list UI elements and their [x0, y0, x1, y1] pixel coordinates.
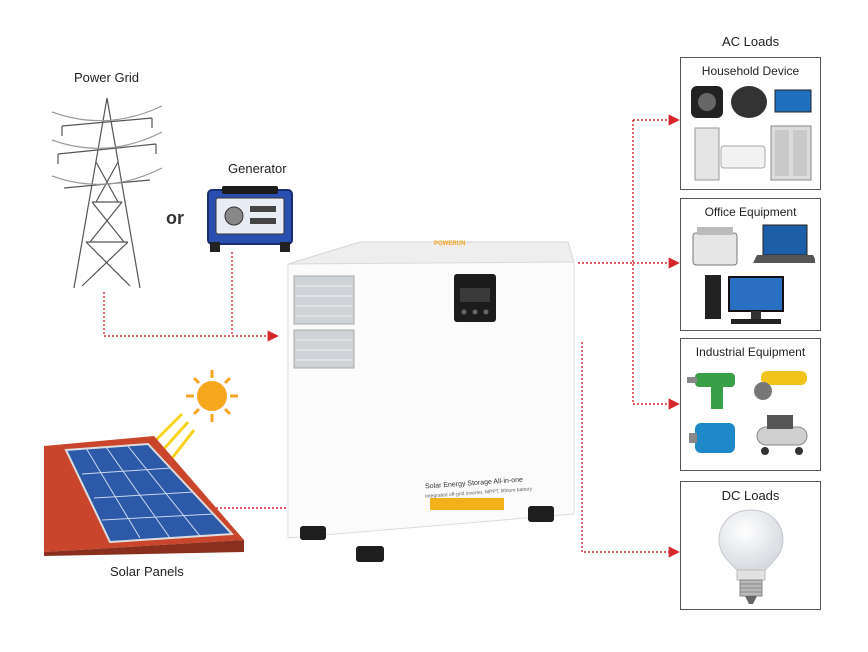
generator-label: Generator [228, 161, 287, 176]
household-device-box: Household Device [680, 57, 821, 190]
power-tower-icon [52, 97, 162, 289]
industrial-equipment-box: Industrial Equipment [680, 338, 821, 471]
grid-to-unit-line [103, 292, 279, 342]
office-equipment-icon [692, 224, 815, 324]
or-text: or [166, 208, 184, 228]
office-equipment-box: Office Equipment [680, 198, 821, 331]
dc-loads-title: DC Loads [721, 488, 780, 503]
industrial-equipment-icon [687, 371, 808, 455]
dc-loads-box: DC Loads [680, 481, 821, 610]
solar-panel-icon [44, 436, 244, 556]
light-bulb-icon [718, 509, 784, 604]
household-devices-icon [691, 86, 812, 181]
industrial-equipment-title: Industrial Equipment [695, 345, 806, 359]
office-equipment-title: Office Equipment [704, 205, 797, 219]
power-grid-label: Power Grid [74, 70, 140, 85]
solar-panels-label: Solar Panels [110, 564, 184, 579]
display-brand: POWERUN [434, 241, 466, 247]
energy-storage-unit [287, 241, 575, 562]
generator-icon [207, 186, 293, 252]
ac-loads-heading: AC Loads [722, 34, 780, 49]
household-device-title: Household Device [701, 64, 800, 78]
unit-to-dc-line [581, 342, 680, 558]
